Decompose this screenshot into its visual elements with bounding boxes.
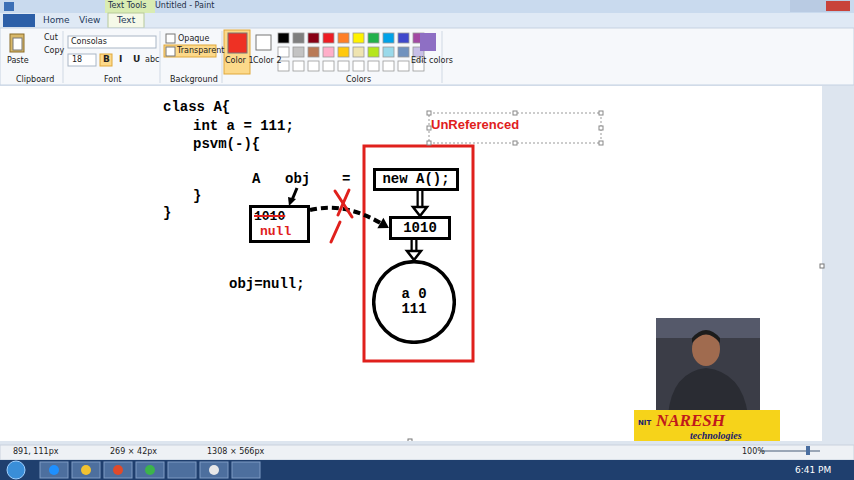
- node-text: null: [260, 224, 291, 239]
- group-label: Background: [170, 75, 218, 84]
- context-tab: Text Tools: [108, 1, 146, 10]
- button-label: Opaque: [178, 34, 209, 43]
- group-label: Font: [104, 75, 121, 84]
- font-size: 18: [72, 55, 82, 64]
- code-line: obj=null;: [229, 276, 305, 292]
- clock-text: 6:41 PM: [795, 465, 831, 475]
- button-label: Copy: [44, 46, 64, 55]
- window-title: Untitled - Paint: [155, 1, 214, 10]
- note-text: UnReferenced: [431, 117, 519, 132]
- reference-arrow: [413, 191, 427, 216]
- address-box: 1010: [389, 216, 451, 240]
- button-label: Color 2: [253, 56, 282, 65]
- status-text: 269 × 42px: [110, 447, 157, 456]
- code-line: int a = 111;: [193, 118, 294, 134]
- code-token: =: [342, 171, 350, 187]
- logo-text: technologies: [690, 430, 742, 441]
- ribbon-tab: Home: [43, 15, 70, 25]
- bold-button: B: [103, 54, 110, 64]
- ribbon-tab: Text: [117, 15, 135, 25]
- ribbon-tab: View: [79, 15, 100, 25]
- logo-text: NARESH: [656, 411, 725, 431]
- group-label: Clipboard: [16, 75, 54, 84]
- code-line: }: [163, 205, 171, 221]
- reference-box: 1010null: [249, 205, 310, 243]
- status-text: 1308 × 566px: [207, 447, 264, 456]
- reference-arrow: [407, 240, 421, 260]
- code-line: class A{: [163, 99, 230, 115]
- code-line: }: [193, 188, 201, 204]
- logo-text: NIT: [638, 419, 651, 427]
- node-text: 1010: [254, 209, 285, 224]
- button-label: Cut: [44, 33, 58, 42]
- code-line: psvm(-){: [193, 136, 260, 152]
- node-text: 1010: [403, 221, 437, 236]
- button-label: Color 1: [225, 56, 254, 65]
- node-text: a 0: [401, 287, 426, 302]
- node-text: 111: [401, 302, 426, 317]
- group-label: Colors: [346, 75, 371, 84]
- underline-button: U: [133, 54, 140, 64]
- button-label: Transparent: [177, 46, 224, 55]
- object-circle: a 0111: [372, 260, 456, 344]
- strike-button: abc: [145, 55, 159, 64]
- font-name: Consolas: [71, 37, 107, 46]
- status-text: 891, 111px: [13, 447, 58, 456]
- zoom-text: 100%: [742, 447, 765, 456]
- italic-button: I: [119, 54, 122, 64]
- node-text: new A();: [382, 172, 449, 187]
- button-label: Paste: [7, 56, 29, 65]
- code-token: obj: [285, 171, 310, 187]
- object-box: new A();: [373, 168, 459, 191]
- code-token: A: [252, 171, 260, 187]
- button-label: Edit colors: [411, 56, 453, 65]
